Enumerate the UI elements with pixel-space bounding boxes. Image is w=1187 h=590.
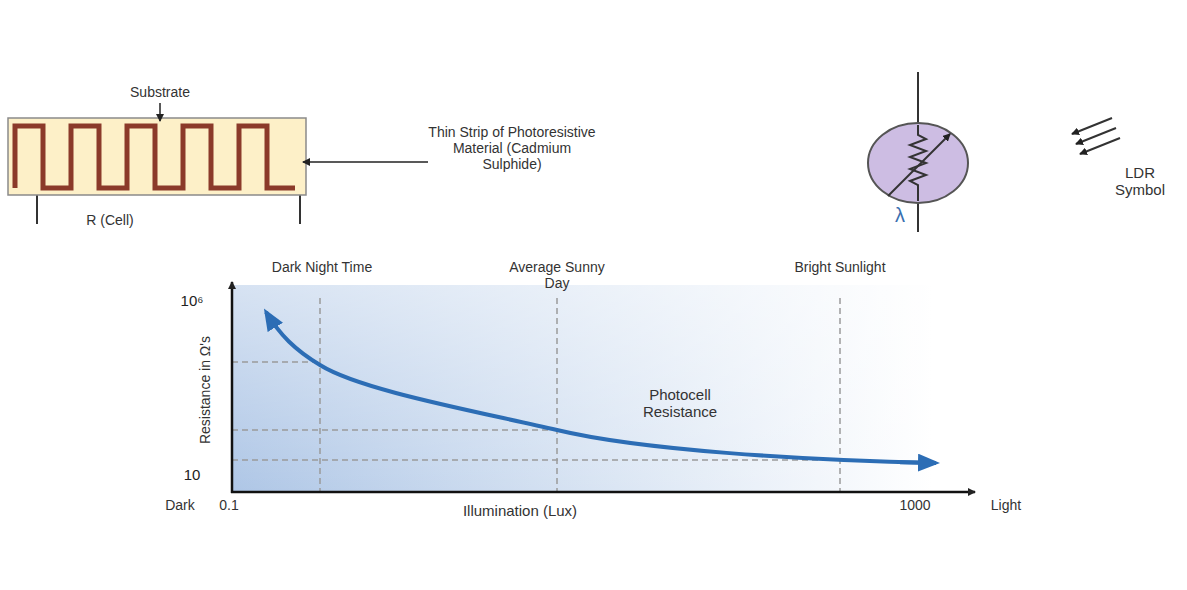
axis-title: Resistance in Ω's xyxy=(197,336,213,444)
axis-end-label: Light xyxy=(991,497,1021,513)
condition-label: Dark Night Time xyxy=(267,259,377,275)
axis-end-label: Dark xyxy=(165,497,195,513)
part-label: Substrate xyxy=(130,84,190,100)
part-label: Thin Strip of Photoresistive Material (C… xyxy=(427,124,597,172)
condition-label: Average Sunny Day xyxy=(502,259,612,291)
curve-label: Photocell Resistance xyxy=(615,386,745,421)
axis-tick: 0.1 xyxy=(219,497,238,513)
axis-tick: 10 xyxy=(184,466,201,483)
condition-label: Bright Sunlight xyxy=(785,259,895,275)
component-label: R (Cell) xyxy=(86,212,133,228)
wavelength-symbol: λ xyxy=(895,204,905,227)
photocell-drawing xyxy=(8,103,428,224)
ldr-symbol xyxy=(868,72,1120,232)
axis-title: Illumination (Lux) xyxy=(463,502,577,519)
symbol-label: LDR Symbol xyxy=(1105,164,1175,199)
axis-tick: 10⁶ xyxy=(181,292,204,309)
axis-tick: 1000 xyxy=(899,497,930,513)
resistance-graph xyxy=(231,282,975,493)
